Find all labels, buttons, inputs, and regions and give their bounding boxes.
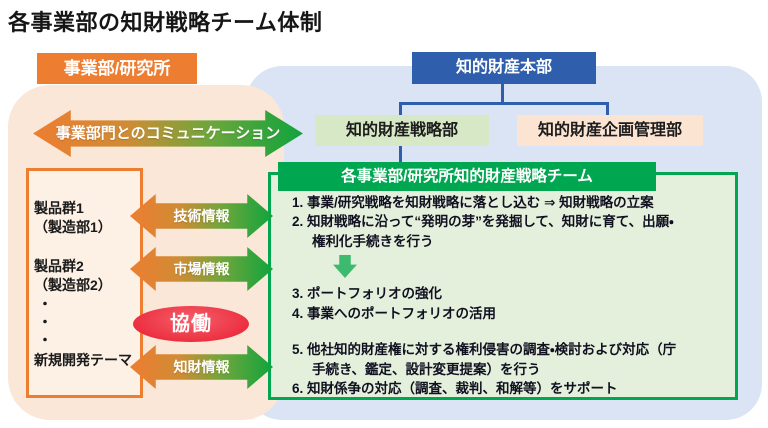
- team-bar: 各事業部/研究所知的財産戦略チーム: [278, 162, 656, 191]
- product-line: 新規開発テーマ: [34, 352, 132, 368]
- product-box: 製品群1 （製造部1） 製品群2 （製造部2） ・ ・ ・ 新規開発テーマ: [26, 168, 143, 398]
- task-line-3: 3. ポートフォリオの強化: [292, 286, 443, 301]
- product-line: （製造部2）: [34, 277, 112, 293]
- task-line-2-wrap: 権利化手続きを行う: [312, 233, 434, 249]
- collaboration-badge: 協働: [133, 306, 249, 342]
- org-connector-right-drop: [606, 102, 609, 116]
- org-connector-top-vertical: [501, 84, 504, 104]
- task-line-2: 2. 知財戦略に沿って“発明の芽”を発掘して、知財に育て、出願・: [292, 214, 674, 229]
- ip-planning-dept-box: 知的財産企画管理部: [517, 115, 703, 146]
- ip-headquarters-header: 知的財産本部: [412, 52, 596, 84]
- team-task-box: [268, 172, 738, 400]
- ellipsis-dot: ・: [38, 296, 52, 312]
- ellipsis-dot: ・: [38, 314, 52, 330]
- product-line: 製品群2: [34, 258, 84, 274]
- task-line-4: 4. 事業へのポートフォリオの活用: [292, 305, 497, 321]
- task-line-6: 6. 知財係争の対応（調査、裁判、和解等）をサポート: [292, 381, 618, 396]
- org-connector-team-drop: [399, 145, 402, 163]
- ip-strategy-dept-box: 知的財産戦略部: [315, 115, 489, 146]
- task-line-5-wrap: 手続き、鑑定、設計変更提案）を行う: [312, 361, 541, 377]
- org-connector-horizontal: [399, 102, 609, 105]
- product-line: （製造部1）: [34, 219, 112, 235]
- product-line: 製品群1: [34, 200, 84, 216]
- task-line-1: 1. 事業/研究戦略を知財戦略に落とし込む ⇒ 知財戦略の立案: [292, 195, 654, 210]
- task-line-5: 5. 他社知的財産権に対する権利侵害の調査・検討および対応（庁: [292, 342, 677, 357]
- org-connector-left-drop: [399, 102, 402, 116]
- page-title: 各事業部の知財戦略チーム体制: [8, 10, 323, 35]
- business-division-header: 事業部/研究所: [37, 53, 197, 84]
- ellipsis-dot: ・: [38, 332, 52, 348]
